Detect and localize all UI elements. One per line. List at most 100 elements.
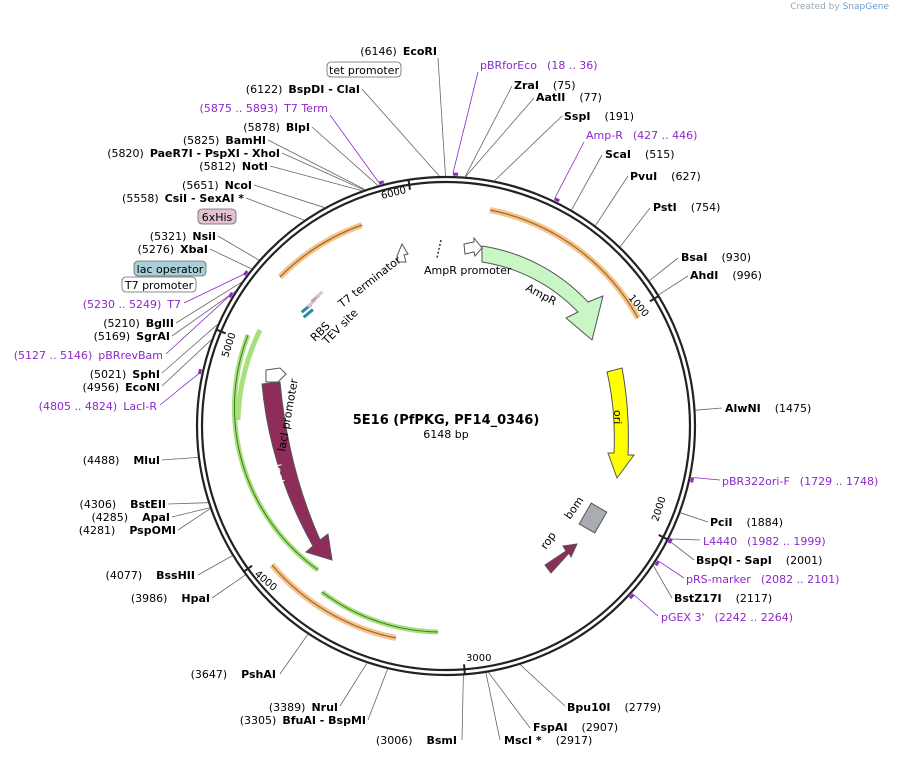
site-ahdi: AhdI(996) bbox=[690, 269, 762, 282]
tick-marks bbox=[216, 179, 669, 675]
primer-mark bbox=[654, 560, 660, 567]
primer-mark bbox=[378, 180, 385, 185]
ring-tick bbox=[407, 179, 411, 190]
ori-arrow bbox=[606, 367, 635, 480]
leader-line bbox=[658, 275, 689, 296]
ampr-promoter-label: AmpR promoter bbox=[424, 264, 512, 277]
boxed-labels: tet promoter 6xHis lac operator T7 promo… bbox=[121, 61, 402, 293]
features bbox=[261, 236, 635, 574]
primer-prs-marker: pRS-marker(2082 .. 2101) bbox=[686, 573, 839, 586]
ring-tick bbox=[649, 295, 659, 303]
primer-laci-r: (4805 .. 4824)LacI-R bbox=[39, 400, 158, 413]
primer-l4440: L4440(1982 .. 1999) bbox=[703, 535, 826, 548]
site-fspai: FspAI(2907) bbox=[533, 721, 618, 734]
site-sphi: (5021)SphI bbox=[90, 368, 160, 381]
leader-line bbox=[171, 290, 236, 337]
site-bglii: (5210)BglII bbox=[103, 317, 174, 330]
leader-line bbox=[465, 97, 535, 178]
plasmid-name: 5E16 (PfPKG, PF14_0346) bbox=[353, 413, 540, 428]
site-econi: (4956)EcoNI bbox=[83, 381, 160, 394]
leader-line bbox=[494, 115, 563, 182]
leader-line bbox=[311, 126, 379, 186]
site-msci: MscI *(2917) bbox=[504, 734, 592, 747]
primer-mark bbox=[242, 270, 249, 277]
orf-arc-tet bbox=[277, 222, 364, 280]
primer-t7: (5230 .. 5249)T7 bbox=[83, 298, 181, 311]
primer-leader-line bbox=[329, 114, 379, 183]
primer-leader-line bbox=[159, 373, 199, 406]
leader-line bbox=[171, 507, 210, 518]
tick-label-3000: 3000 bbox=[466, 653, 491, 664]
leader-lines bbox=[159, 57, 723, 741]
site-noti: (5812)NotI bbox=[199, 160, 268, 173]
t7-promoter-box: T7 promoter bbox=[121, 276, 197, 293]
leader-line bbox=[253, 184, 325, 208]
site-bspdi-clai: (6122)BspDI - ClaI bbox=[246, 83, 360, 96]
primer-leader-line bbox=[452, 71, 479, 174]
t7-term-arrow bbox=[396, 242, 409, 263]
tet-promoter-label: tet promoter bbox=[329, 64, 399, 77]
site-apai: (4285)ApaI bbox=[92, 511, 170, 524]
leader-line bbox=[595, 175, 629, 226]
lac-operator-box: lac operator bbox=[133, 260, 207, 277]
site-nrui: (3389)NruI bbox=[269, 701, 338, 714]
6xhis-label: 6xHis bbox=[202, 211, 233, 224]
site-paer7i-pspxi-xhoi: (5820)PaeR7I - PspXI - XhoI bbox=[107, 147, 280, 160]
leader-line bbox=[461, 675, 464, 741]
primer-marks bbox=[197, 172, 695, 600]
orf-arc-lacI-c bbox=[320, 590, 439, 635]
leader-line bbox=[695, 407, 723, 411]
site-bspqi-sapi: BspQI - SapI(2001) bbox=[696, 554, 822, 567]
leader-line bbox=[267, 139, 366, 190]
t7-promoter-label: T7 promoter bbox=[124, 279, 194, 292]
leader-line bbox=[653, 565, 673, 599]
site-aatii: AatII(77) bbox=[536, 91, 602, 104]
leader-line bbox=[197, 555, 233, 576]
site-blpi: (5878)BlpI bbox=[243, 121, 310, 134]
leader-line bbox=[437, 57, 446, 177]
leader-line bbox=[161, 339, 212, 387]
restriction-sites-right: ZraI(75) AatII(77) SspI(191) ScaI(515) P… bbox=[504, 79, 822, 747]
site-zrai: ZraI(75) bbox=[514, 79, 576, 92]
site-nsii: (5321)NsiI bbox=[150, 230, 216, 243]
leader-line bbox=[361, 88, 440, 177]
site-mlui: (4488)MluI bbox=[83, 454, 160, 467]
leader-line bbox=[269, 165, 362, 191]
ampr-arrow bbox=[481, 245, 604, 341]
rop-label: rop bbox=[538, 530, 559, 552]
laci-arrow bbox=[261, 381, 333, 561]
site-scai: ScaI(515) bbox=[605, 148, 675, 161]
primer-mark bbox=[690, 477, 695, 483]
site-csii-sexai: (5558)CsiI - SexAI * bbox=[122, 192, 244, 205]
leader-line bbox=[175, 281, 242, 324]
tick-label-2000: 2000 bbox=[650, 495, 668, 523]
site-bamhi: (5825)BamHI bbox=[183, 134, 266, 147]
site-alwni: AlwNI(1475) bbox=[725, 402, 811, 415]
bom-box bbox=[578, 502, 608, 534]
rop-arrow bbox=[544, 543, 578, 574]
backbone bbox=[195, 175, 697, 677]
site-bsteii: (4306)BstEII bbox=[80, 498, 166, 511]
laci-promoter-arrow bbox=[265, 367, 287, 383]
primer-mark bbox=[553, 197, 560, 203]
site-pvui: PvuI(627) bbox=[630, 170, 701, 183]
site-pcii: PciI(1884) bbox=[710, 516, 783, 529]
leader-line bbox=[519, 664, 566, 707]
leader-line bbox=[485, 672, 501, 741]
primer-leader-line bbox=[672, 538, 701, 541]
leader-line bbox=[209, 248, 252, 270]
ring-tick bbox=[658, 534, 669, 541]
leader-line bbox=[161, 456, 199, 461]
primers: pBRforEco(18 .. 36) Amp-R(427 .. 446) pB… bbox=[14, 59, 879, 624]
site-ecori: (6146)EcoRI bbox=[360, 45, 437, 58]
primer-pbrrevbam: (5127 .. 5146)pBRrevBam bbox=[14, 349, 163, 362]
leader-line bbox=[367, 668, 388, 721]
snapgene-credit: Created by SnapGene bbox=[790, 2, 889, 12]
site-bstz17i: BstZ17I(2117) bbox=[674, 592, 772, 605]
t7-terminator-label: T7 terminator bbox=[335, 253, 404, 311]
site-hpai: (3986)HpaI bbox=[131, 592, 210, 605]
leader-line bbox=[245, 197, 305, 221]
primer-leader-line bbox=[659, 561, 685, 579]
site-sspi: SspI(191) bbox=[564, 110, 634, 123]
